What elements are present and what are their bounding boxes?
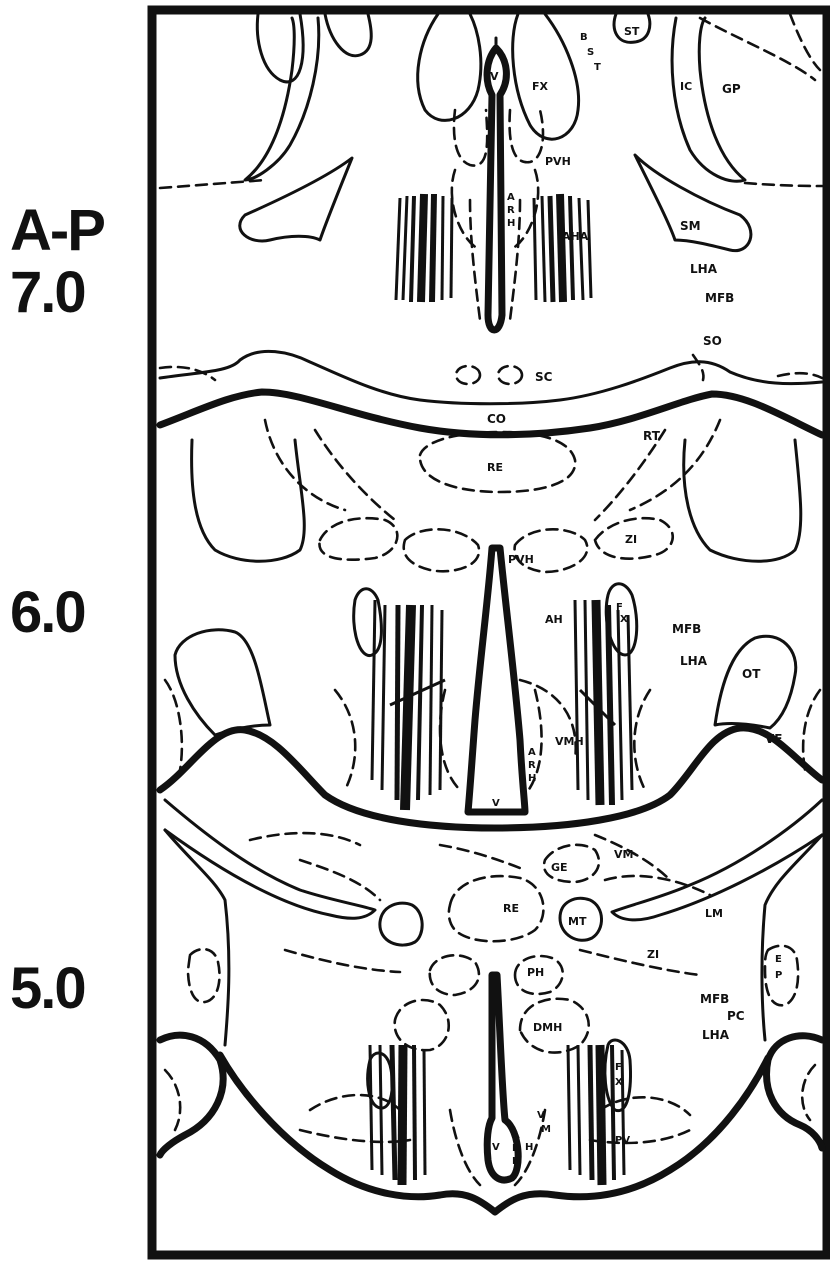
label-re-5: RE xyxy=(503,902,519,915)
reuniens-5 xyxy=(449,876,544,941)
label-arh-r-6: R xyxy=(528,760,536,771)
internal-capsule-left xyxy=(245,18,319,180)
label-mfb-5: MFB xyxy=(700,992,729,1006)
label-lha-5: LHA xyxy=(702,1028,730,1042)
label-lha-7: LHA xyxy=(690,262,718,276)
label-rt: RT xyxy=(643,429,661,443)
fornix-left-6 xyxy=(354,589,382,656)
label-arh-a-7: A xyxy=(507,192,515,203)
electrode-tracks-7-right xyxy=(534,194,591,302)
optic-tract-left xyxy=(175,630,270,735)
label-vm: VM xyxy=(614,848,633,861)
label-bst-b: B xyxy=(580,32,588,43)
third-ventricle-6 xyxy=(468,548,525,812)
label-v-6: V xyxy=(492,798,500,809)
label-ge: GE xyxy=(551,861,568,874)
label-vmh-6: VMH xyxy=(555,735,584,748)
label-vmh-v-5: V xyxy=(537,1110,545,1121)
optic-region-right-6 xyxy=(684,440,801,561)
label-ot: OT xyxy=(742,667,761,681)
label-ve: VE xyxy=(765,732,782,746)
label-ic: IC xyxy=(680,80,692,93)
label-sc: SC xyxy=(535,370,553,384)
label-gp: GP xyxy=(722,82,741,96)
label-zi-5: ZI xyxy=(647,948,659,961)
label-v-5: V xyxy=(492,1142,500,1153)
label-pvh-7: PVH xyxy=(545,155,571,168)
label-co: CO xyxy=(487,412,506,426)
peduncle-right xyxy=(767,1036,822,1148)
label-pc: PC xyxy=(727,1009,745,1023)
lemniscus-left xyxy=(165,800,375,918)
label-fx-x-5: X xyxy=(615,1077,623,1088)
label-ph: PH xyxy=(527,966,544,979)
label-bst-t: T xyxy=(594,62,601,73)
label-pv: PV xyxy=(615,1135,630,1146)
electrode-tracks-7-left xyxy=(396,194,452,302)
label-so: SO xyxy=(703,334,722,348)
label-fx-x-6: X xyxy=(620,614,628,625)
optic-region-left-6 xyxy=(192,440,305,561)
optic-tract-right xyxy=(715,636,796,728)
label-arh-h-7: H xyxy=(507,218,515,229)
top-left-outline xyxy=(257,14,303,82)
fornix-left xyxy=(418,14,481,120)
label-aha: AHA xyxy=(562,230,589,243)
label-mt: MT xyxy=(568,915,587,928)
label-mfb-7: MFB xyxy=(705,291,734,305)
fornix-left-5 xyxy=(380,903,422,945)
section-6-0 xyxy=(160,392,822,828)
label-v-7: V xyxy=(490,70,499,83)
label-arh-h-5: H xyxy=(512,1156,520,1167)
peduncle-left xyxy=(160,1035,223,1155)
electrode-tracks-5-left xyxy=(370,1045,425,1185)
label-arh-a-6: A xyxy=(528,747,536,758)
label-arh-a-5: A xyxy=(512,1130,520,1141)
label-ep-p: P xyxy=(775,970,782,981)
label-pvh-6: PVH xyxy=(508,553,534,566)
label-fx-f-5: F xyxy=(615,1062,622,1073)
label-bst-s: S xyxy=(587,47,594,58)
label-arh-r-5: R xyxy=(512,1143,520,1154)
label-vmh-h-5: H xyxy=(525,1142,533,1153)
label-fx-f-6: F xyxy=(616,602,623,613)
label-vmh-m-5: M xyxy=(541,1124,551,1135)
electrode-tracks-6-right xyxy=(575,600,632,805)
label-re-6: RE xyxy=(487,461,503,474)
label-lm: LM xyxy=(705,907,723,920)
electrode-tracks-6-left xyxy=(372,600,445,810)
top-left-lobe xyxy=(325,14,371,56)
label-arh-h-6: H xyxy=(528,773,536,784)
label-fx-7: FX xyxy=(532,80,549,93)
label-mfb-6: MFB xyxy=(672,622,701,636)
label-ep-e: E xyxy=(775,954,782,965)
internal-capsule xyxy=(672,18,745,181)
label-lha-6: LHA xyxy=(680,654,708,668)
section-5-0 xyxy=(160,800,822,1212)
label-zi-6: ZI xyxy=(625,533,637,546)
label-arh-r-7: R xyxy=(507,205,515,216)
third-ventricle-7 xyxy=(487,48,506,330)
label-sm: SM xyxy=(680,219,701,233)
fornix-right xyxy=(513,14,579,139)
label-dmh: DMH xyxy=(533,1021,562,1034)
label-st: ST xyxy=(624,25,640,38)
label-ah: AH xyxy=(545,613,563,626)
